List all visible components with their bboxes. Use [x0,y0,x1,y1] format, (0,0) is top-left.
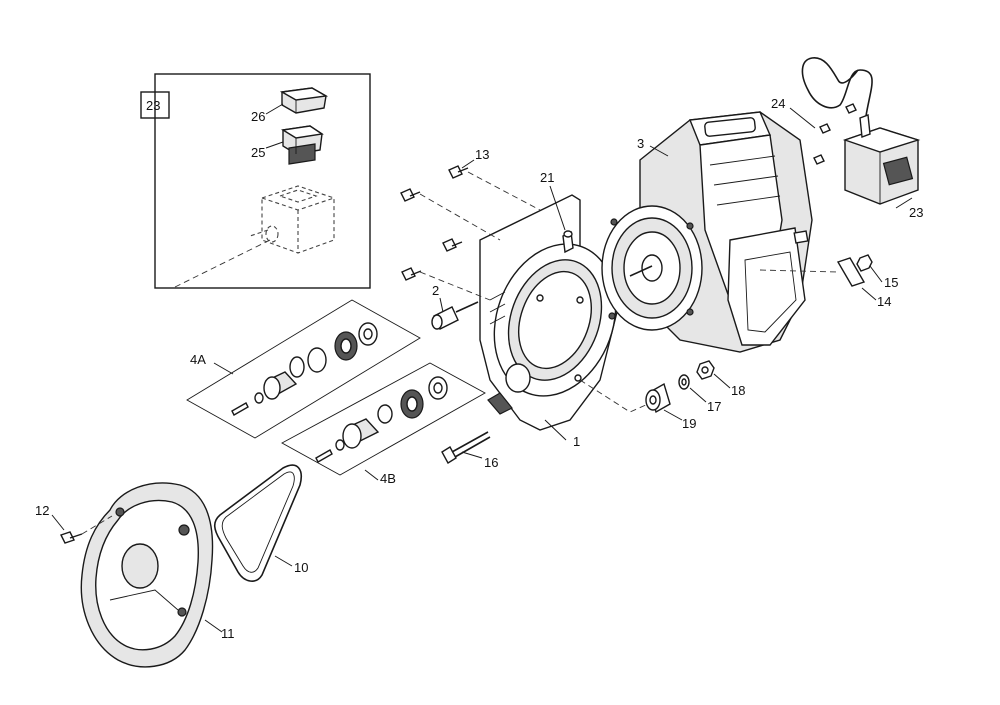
kit-4a-parts [231,322,378,416]
callout-leaders [51,103,913,633]
clip-part-14 [836,257,866,287]
callout-12: 12 [35,503,49,518]
screw-part-12 [60,531,83,544]
callout-13: 13 [475,147,489,162]
kit-4b-parts [315,376,448,463]
leader-clip [759,269,839,273]
screws-part-24 [813,103,857,165]
kit-4b-frame [281,362,486,476]
switch-part-25 [280,125,324,165]
nut-part-15 [856,254,873,272]
belt-cover-part-11 [80,482,214,668]
belt-part-10 [213,464,302,582]
pin-part-21 [562,230,574,254]
callout-14: 14 [877,294,891,309]
screw-lower-left [401,267,422,281]
bolt-part-16 [441,431,491,464]
callout-17: 17 [707,399,721,414]
callout-26: 26 [251,109,265,124]
callout-2: 2 [432,283,439,298]
callout-10: 10 [294,560,308,575]
switch-box-part-23 [842,114,921,205]
leader-screw-13 [467,171,541,211]
screw-part-13 [448,165,469,179]
nut-part-18 [696,360,715,380]
spacer-part-19 [645,382,671,414]
callout-21: 21 [540,170,554,185]
motor-flange [601,205,703,331]
leader-screw-upper [419,193,501,241]
leader-spacer-bolt [579,379,649,413]
callout-15: 15 [884,275,898,290]
callout-4b: 4B [380,471,396,486]
washer-part-17 [678,374,690,390]
leader-screw-12 [81,515,113,535]
mounting-plate-part-1 [479,194,621,431]
callout-18: 18 [731,383,745,398]
callout-23-inset: 23 [146,98,160,113]
leader-screw-lower [419,271,491,301]
callout-19: 19 [682,416,696,431]
callout-4a: 4A [190,352,206,367]
callout-1: 1 [573,434,580,449]
callout-23: 23 [909,205,923,220]
stud-part-2 [431,301,479,330]
callout-3: 3 [637,136,644,151]
callout-16: 16 [484,455,498,470]
screw-upper-left [400,188,421,202]
callout-24: 24 [771,96,785,111]
kit-4a-frame [186,299,421,439]
leader-inset-cable [174,239,271,288]
callout-11: 11 [221,626,235,641]
switch-inset-frame [140,73,371,289]
callout-labels: 1 2 3 4A 4B 10 11 12 13 14 15 16 17 18 1… [35,96,923,641]
callout-25: 25 [251,145,265,160]
switch-housing-ghost [249,185,335,254]
cable-loop [801,57,873,117]
switch-cover-part-26 [279,87,329,114]
screw-mid-left [442,238,463,252]
